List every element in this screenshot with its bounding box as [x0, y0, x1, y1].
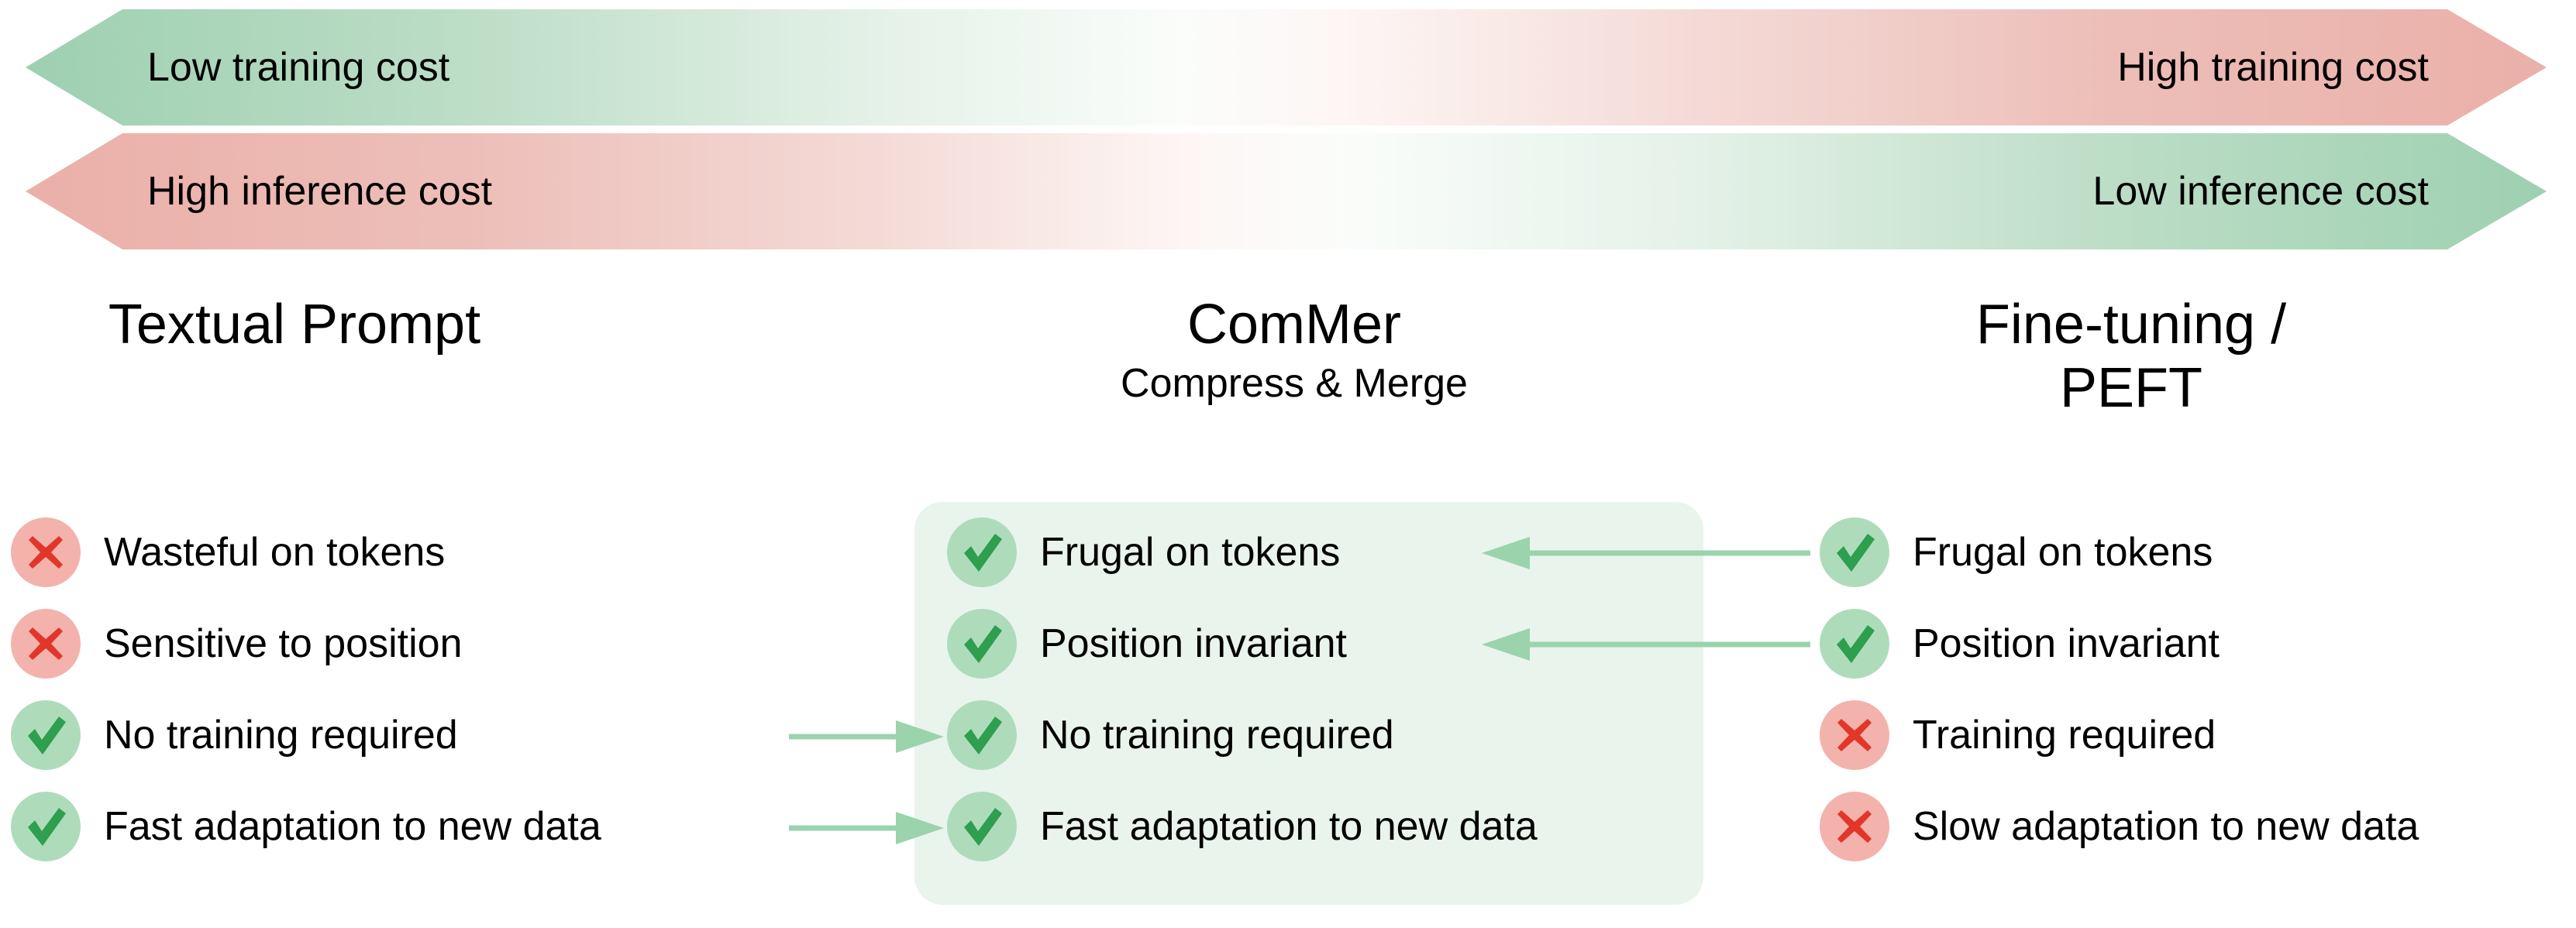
commer-highlight-panel	[914, 502, 1703, 905]
inference-cost-right-label: Low inference cost	[2092, 169, 2429, 214]
list-item: Fast adaptation to new data	[11, 792, 786, 861]
inference-cost-left-label: High inference cost	[147, 169, 493, 214]
column-subtitle-commer: Compress & Merge	[1121, 361, 1468, 406]
connector-peft-to-commer-tokens	[1482, 537, 1810, 569]
column-title-fine-tuning-peft: Fine-tuning / PEFT	[1975, 294, 2287, 419]
check-icon	[947, 700, 1017, 770]
check-icon	[947, 609, 1017, 679]
list-item: Position invariant	[947, 609, 1706, 679]
list-item: Frugal on tokens	[947, 517, 1706, 587]
connector-peft-to-commer-position	[1482, 628, 1810, 661]
cross-icon	[1820, 700, 1889, 770]
column-heading-textual-prompt: Textual Prompt	[0, 293, 589, 356]
check-icon	[1820, 517, 1889, 587]
list-item-label: Position invariant	[1040, 621, 1347, 666]
connector-prompt-to-commer-training	[789, 720, 944, 753]
list-item-label: No training required	[1040, 713, 1394, 758]
check-icon	[1820, 609, 1889, 679]
list-item: Slow adaptation to new data	[1820, 792, 2576, 861]
connector-prompt-to-commer-adapt	[789, 812, 944, 844]
list-item-label: Fast adaptation to new data	[104, 804, 601, 849]
list-item: No training required	[11, 700, 786, 770]
feature-list-fine-tuning-peft: Frugal on tokens Position invariant Trai…	[1820, 517, 2576, 861]
check-icon	[947, 792, 1017, 861]
training-cost-arrow-shape	[26, 9, 2547, 125]
cross-icon	[1820, 792, 1889, 861]
list-item: Fast adaptation to new data	[947, 792, 1706, 861]
feature-list-commer: Frugal on tokens Position invariant No t…	[947, 517, 1706, 861]
column-heading-commer: ComMer Compress & Merge	[876, 293, 1713, 407]
cross-icon	[11, 517, 81, 587]
training-cost-band: Low training cost High training cost	[0, 9, 2576, 125]
list-item-label: Frugal on tokens	[1913, 530, 2213, 575]
list-item-label: Position invariant	[1913, 621, 2220, 666]
list-item: Sensitive to position	[11, 609, 786, 679]
list-item-label: No training required	[104, 713, 458, 758]
column-title-textual-prompt: Textual Prompt	[108, 294, 481, 356]
check-icon	[947, 517, 1017, 587]
training-cost-left-label: Low training cost	[147, 45, 450, 90]
list-item-label: Slow adaptation to new data	[1913, 804, 2419, 849]
list-item-label: Fast adaptation to new data	[1040, 804, 1538, 849]
training-cost-right-label: High training cost	[2117, 45, 2429, 90]
cross-icon	[11, 609, 81, 679]
feature-list-textual-prompt: Wasteful on tokens Sensitive to position…	[11, 517, 786, 861]
inference-cost-arrow-shape	[26, 133, 2547, 249]
inference-cost-band: High inference cost Low inference cost	[0, 133, 2576, 249]
check-icon	[11, 700, 81, 770]
list-item-label: Sensitive to position	[104, 621, 463, 666]
column-heading-fine-tuning-peft: Fine-tuning / PEFT	[1852, 293, 2410, 420]
list-item: Training required	[1820, 700, 2576, 770]
list-item: No training required	[947, 700, 1706, 770]
list-item: Wasteful on tokens	[11, 517, 786, 587]
list-item: Position invariant	[1820, 609, 2576, 679]
list-item-label: Training required	[1913, 713, 2216, 758]
list-item-label: Frugal on tokens	[1040, 530, 1341, 575]
column-title-commer: ComMer	[1186, 294, 1401, 356]
check-icon	[11, 792, 81, 861]
list-item: Frugal on tokens	[1820, 517, 2576, 587]
list-item-label: Wasteful on tokens	[104, 530, 446, 575]
